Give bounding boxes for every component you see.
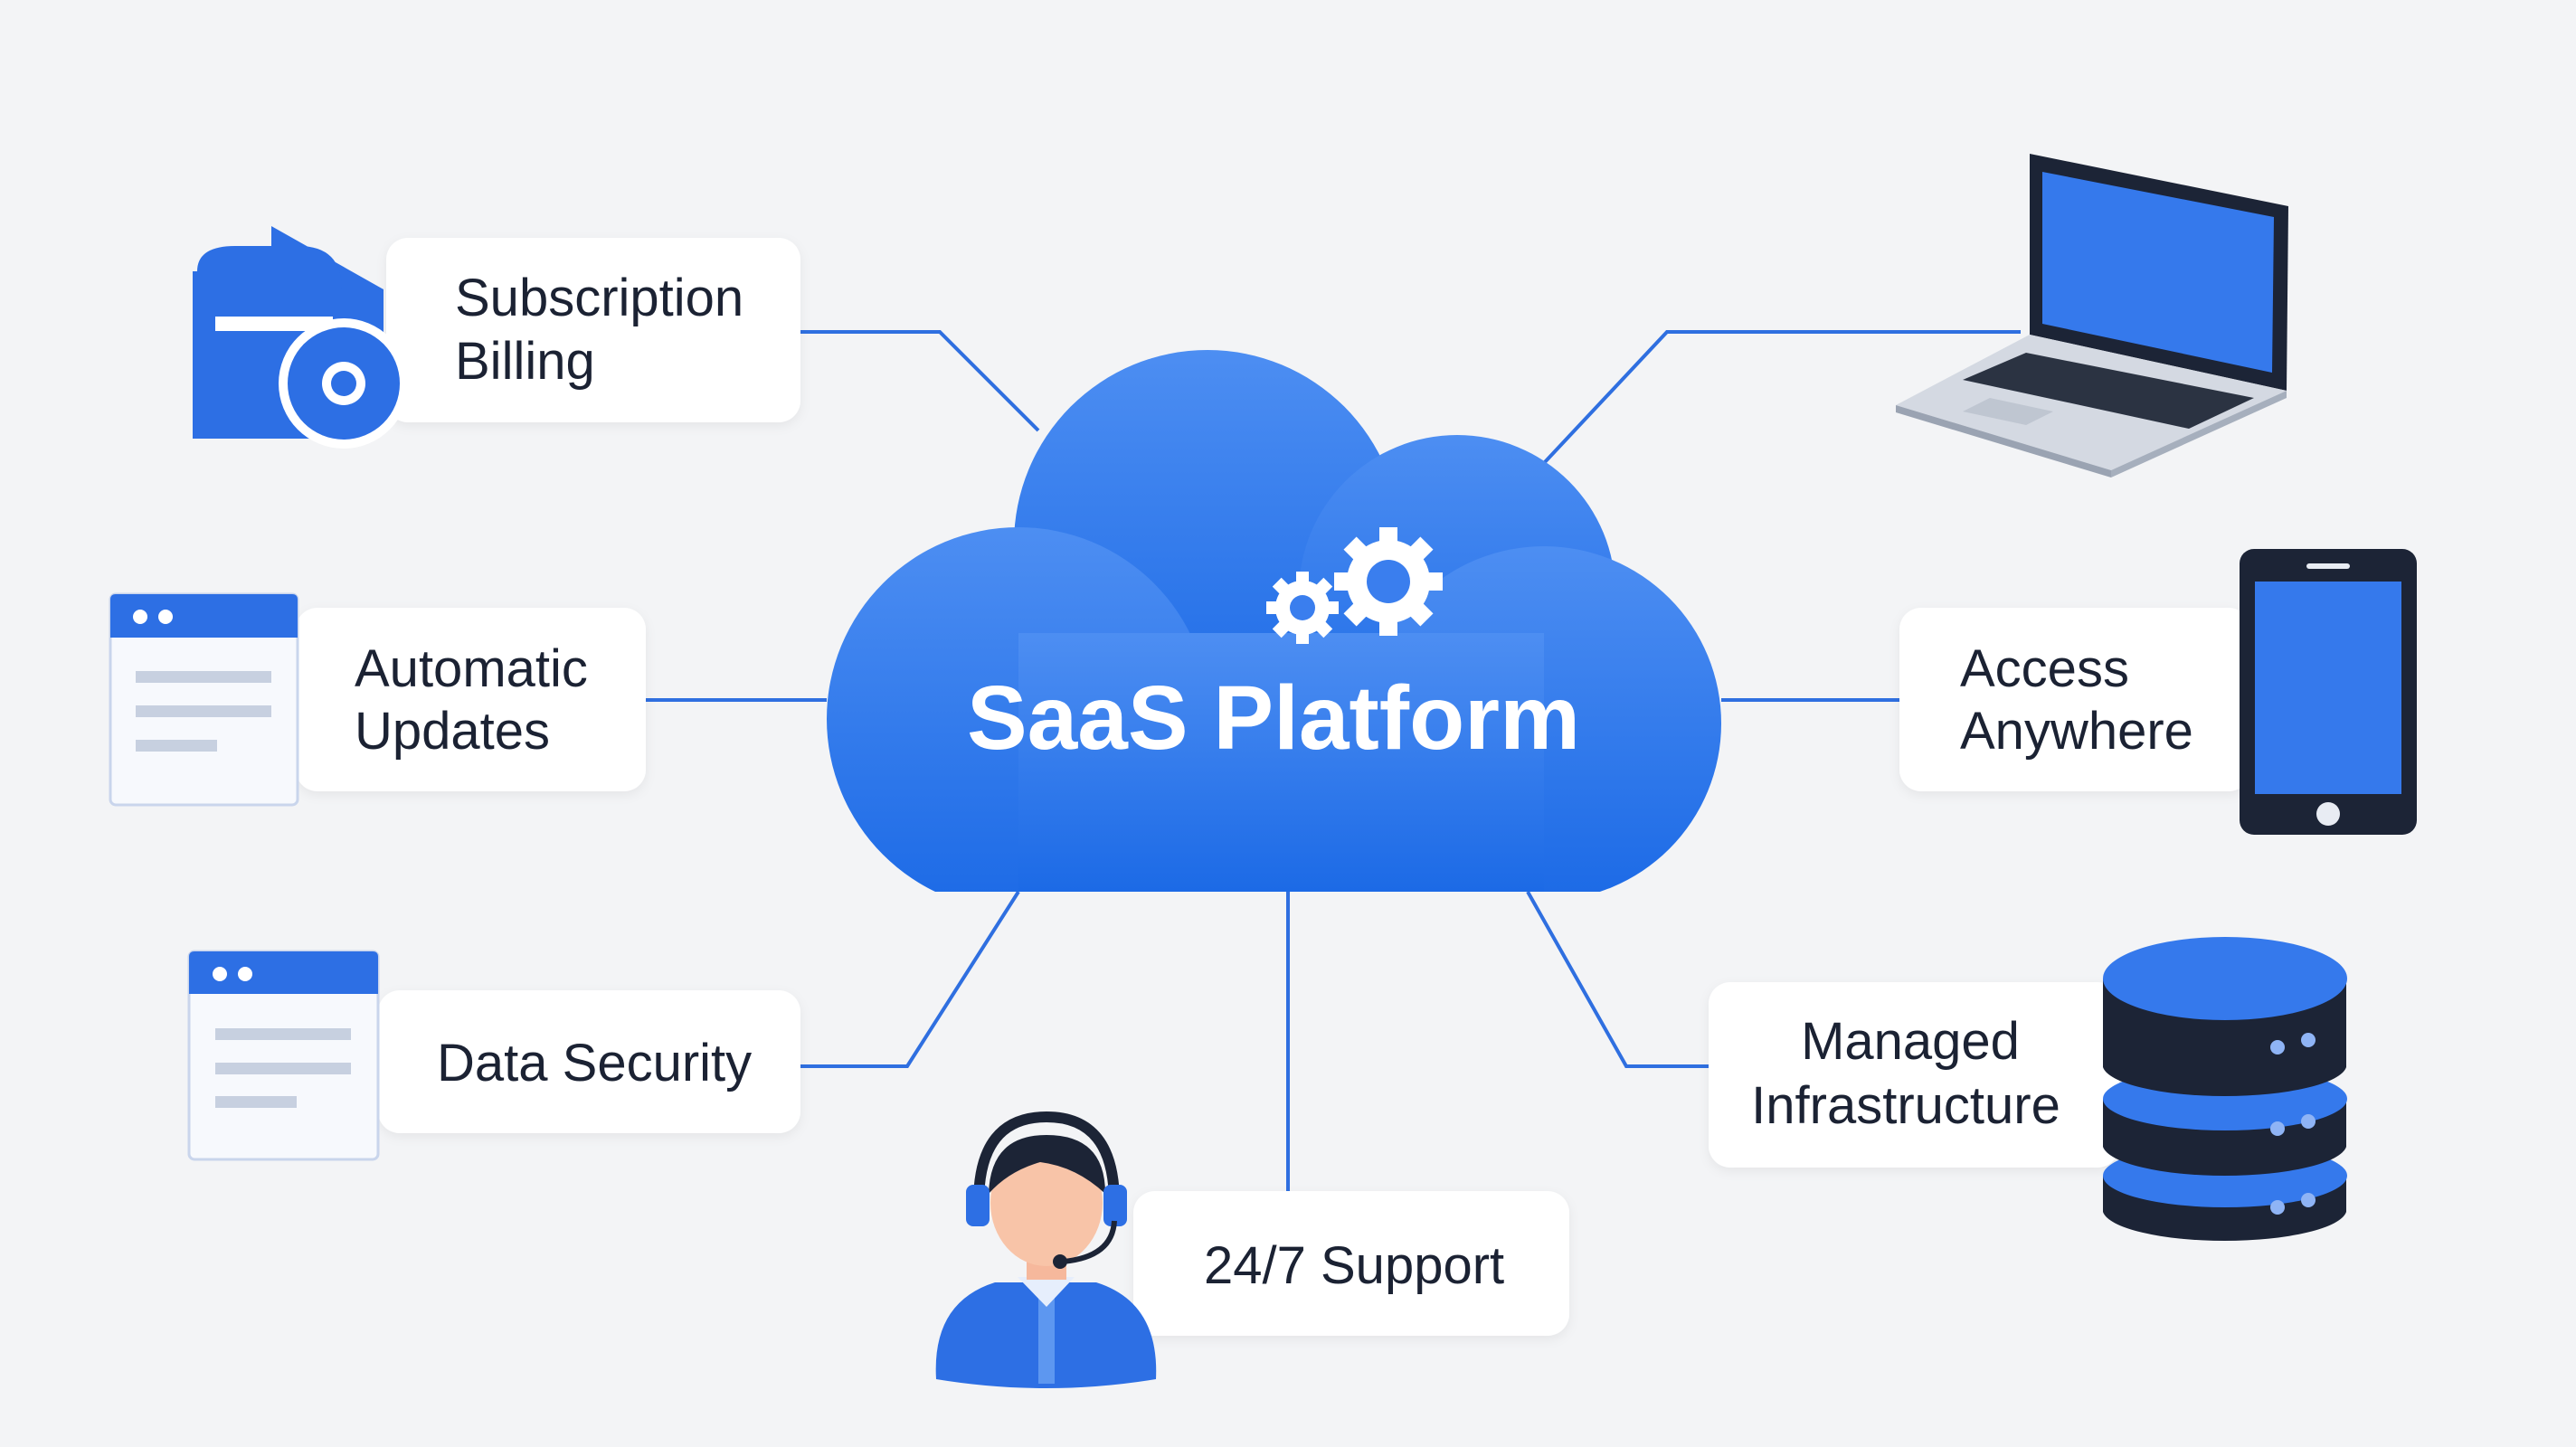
- billing-icon: [193, 226, 409, 449]
- feature-access-anywhere: Access Anywhere: [1899, 549, 2417, 835]
- browser-window-icon: [109, 592, 299, 807]
- svg-text:24/7 Support: 24/7 Support: [1204, 1236, 1504, 1295]
- svg-text:Infrastructure: Infrastructure: [1751, 1076, 2060, 1135]
- browser-window-icon: [187, 950, 380, 1161]
- feature-data-security: Data Security: [187, 950, 800, 1161]
- connector-billing: [800, 330, 1040, 432]
- svg-text:Anywhere: Anywhere: [1960, 702, 2193, 761]
- svg-text:Updates: Updates: [355, 702, 550, 761]
- feature-automatic-updates: Automatic Updates: [109, 592, 646, 807]
- feature-subscription-billing: Subscription Billing: [193, 226, 800, 449]
- platform-title: SaaS Platform: [967, 667, 1580, 769]
- svg-text:Managed: Managed: [1801, 1012, 2020, 1071]
- svg-text:Data Security: Data Security: [437, 1034, 752, 1092]
- connector-laptop: [1542, 330, 2021, 465]
- svg-text:Billing: Billing: [455, 332, 595, 391]
- support-agent-icon: [935, 1111, 1157, 1388]
- feature-support: 24/7 Support: [935, 1111, 1569, 1388]
- svg-text:Access: Access: [1960, 639, 2129, 698]
- gears-icon: [1266, 527, 1443, 644]
- database-icon: [2103, 937, 2347, 1241]
- svg-text:Subscription: Subscription: [455, 269, 743, 327]
- connectors: [646, 330, 2021, 1191]
- connector-security: [800, 890, 1020, 1068]
- smartphone-icon: [2240, 549, 2417, 835]
- connector-infrastructure: [1526, 891, 1709, 1068]
- feature-managed-infrastructure: Managed Infrastructure: [1709, 937, 2347, 1241]
- laptop-icon: [1896, 154, 2288, 478]
- svg-text:Automatic: Automatic: [355, 639, 588, 698]
